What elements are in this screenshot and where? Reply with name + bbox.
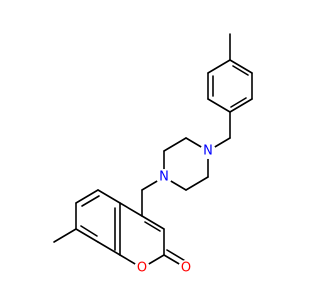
bond-c8-c8a bbox=[97, 241, 121, 256]
bond-top-ring-4 bbox=[207, 98, 231, 113]
atom-o-carbonyl: O bbox=[178, 260, 194, 276]
molecule-structure: N N O O bbox=[53, 33, 253, 276]
bond-c4-c3-double bbox=[144, 221, 161, 232]
bond-benzo-inner-2 bbox=[80, 225, 98, 237]
bond-top-ring-1 bbox=[229, 59, 253, 74]
bond-benzo-inner-1 bbox=[81, 195, 100, 207]
atom-o-ring: O bbox=[134, 260, 150, 276]
bond-top-ring-inner-2 bbox=[230, 97, 247, 108]
bond-c2-ocarbonyl-double bbox=[166, 249, 188, 263]
coumarin-core bbox=[53, 176, 188, 269]
atom-o-ring-label: O bbox=[137, 261, 147, 276]
piperazine-ring bbox=[163, 137, 209, 191]
bond-c4a-c5 bbox=[97, 189, 121, 204]
atom-o-carbonyl-label: O bbox=[181, 261, 191, 276]
bond-top-ring-inner-1 bbox=[232, 65, 249, 76]
atom-n-lower-label: N bbox=[159, 170, 169, 185]
bond-c4-c3 bbox=[141, 215, 165, 230]
bond-c5-c6 bbox=[75, 189, 99, 204]
atom-n-lower: N bbox=[156, 169, 172, 185]
bond-c4-c4a bbox=[119, 202, 143, 217]
atom-n-upper: N bbox=[200, 143, 216, 159]
bond-methyl-bottom bbox=[53, 228, 77, 243]
bond-top-ring-3 bbox=[229, 98, 253, 113]
bond-c7-c8 bbox=[75, 228, 99, 243]
methylbenzyl-group bbox=[207, 33, 253, 152]
bond-pip-5 bbox=[185, 176, 209, 191]
bond-top-ring-6 bbox=[207, 59, 231, 74]
atom-n-upper-label: N bbox=[203, 144, 213, 159]
bond-pip-2 bbox=[163, 137, 187, 152]
